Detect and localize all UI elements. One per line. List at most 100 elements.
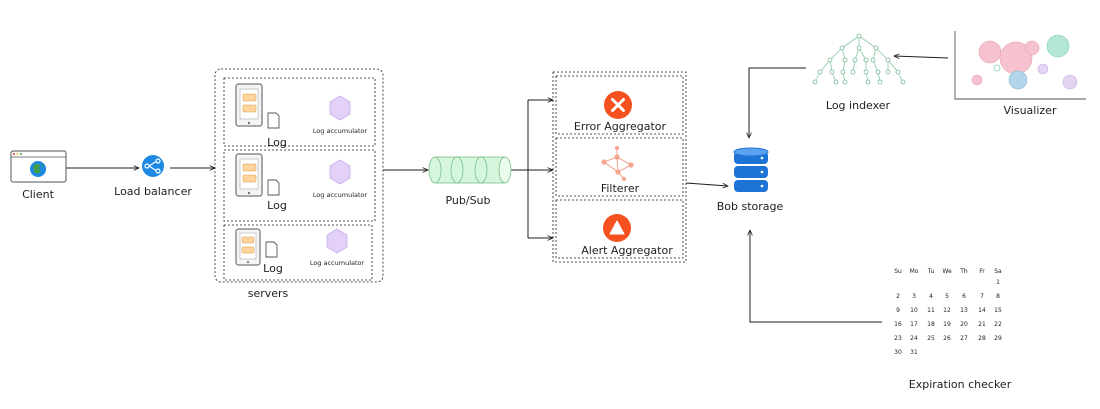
calendar-day: 13 [960, 307, 968, 314]
tablet-icon [235, 83, 263, 127]
server-row[interactable]: Log Log accumulator [223, 149, 376, 222]
load-balancer-icon [142, 155, 164, 177]
calendar-day: 8 [996, 293, 1000, 300]
calendar-day: 3 [912, 293, 916, 300]
server-row[interactable]: Log Log accumulator [223, 224, 373, 281]
calendar-weekday: Tu [927, 268, 935, 275]
tree-icon-nodes [812, 33, 906, 85]
tablet-icon [235, 228, 261, 266]
calendar-day: 21 [978, 321, 986, 328]
calendar-weekday: Fr [979, 268, 985, 275]
servers-group: servers Log Log accumulator [214, 68, 384, 300]
calendar-day: 14 [978, 307, 986, 314]
document-icon [267, 179, 280, 196]
calendar-day: 15 [994, 307, 1002, 314]
client-label: Client [22, 188, 55, 201]
calendar-day: 19 [943, 321, 951, 328]
pubsub-node[interactable]: Pub/Sub [428, 156, 512, 207]
calendar-day: 7 [980, 293, 984, 300]
edge-pubsub-fanout [511, 100, 529, 238]
document-icon [267, 112, 280, 129]
connectors [66, 56, 949, 323]
calendar-day: 20 [960, 321, 968, 328]
edge-indexer-to-storage [749, 67, 806, 138]
edge-processors-to-storage [685, 182, 728, 186]
globe-icon [30, 161, 46, 177]
document-icon [265, 241, 278, 258]
visualizer-node[interactable]: Visualizer [954, 31, 1086, 117]
calendar-day: 25 [927, 335, 935, 342]
filterer-label: Filterer [601, 182, 640, 195]
calendar-day: 2 [896, 293, 900, 300]
calendar-day: 16 [894, 321, 902, 328]
calendar-day: 28 [978, 335, 986, 342]
load-balancer-label: Load balancer [114, 185, 192, 198]
servers-label: servers [248, 287, 289, 300]
visualizer-label: Visualizer [1004, 104, 1057, 117]
storage-node[interactable]: Bob storage [717, 147, 784, 213]
calendar-day: 11 [927, 307, 935, 314]
calendar-day: 4 [929, 293, 933, 300]
error-aggregator-node[interactable]: Error Aggregator [555, 75, 684, 135]
calendar-day: 9 [896, 307, 900, 314]
filter-graph-icon [601, 146, 634, 181]
error-aggregator-label: Error Aggregator [574, 120, 667, 133]
bubble-chart-icon [954, 31, 1086, 100]
calendar-day: 24 [910, 335, 918, 342]
log-indexer-label: Log indexer [826, 99, 891, 112]
calendar-day: 27 [960, 335, 968, 342]
edge-visualizer-to-indexer [894, 56, 949, 58]
processors-outer-border [552, 71, 687, 263]
calendar-day: 10 [910, 307, 918, 314]
servers-outer-border [214, 68, 384, 283]
pubsub-label: Pub/Sub [445, 194, 490, 207]
calendar-day: 23 [894, 335, 902, 342]
expiration-checker-label: Expiration checker [909, 378, 1012, 391]
log-accumulator-label: Log accumulator [313, 191, 368, 199]
processors-group: Error Aggregator Filterer Alert Aggregat… [552, 71, 687, 263]
calendar-day: 22 [994, 321, 1002, 328]
calendar-day: 29 [994, 335, 1002, 342]
log-accumulator-label: Log accumulator [310, 259, 365, 267]
calendar-weekday: We [942, 268, 952, 275]
calendar-weekday: Sa [994, 268, 1002, 275]
calendar-day: 26 [943, 335, 951, 342]
client-node[interactable]: Client [10, 150, 67, 201]
filterer-node[interactable]: Filterer [555, 137, 684, 197]
calendar-weekday: Th [959, 268, 968, 275]
calendar-day: 30 [894, 349, 902, 356]
alert-triangle-icon [603, 214, 631, 242]
storage-label: Bob storage [717, 200, 784, 213]
calendar-weekday: Su [894, 268, 902, 275]
calendar-day: 31 [910, 349, 918, 356]
log-accumulator-icon [326, 228, 348, 254]
calendar-weekday-row: Su Mo Tu We Th Fr Sa [894, 268, 1002, 275]
tablet-icon [235, 153, 263, 197]
log-accumulator-icon [329, 95, 351, 121]
calendar-weekday: Mo [910, 268, 919, 275]
load-balancer-node[interactable]: Load balancer [114, 155, 192, 198]
log-indexer-node[interactable]: Log indexer [812, 33, 906, 112]
error-x-icon [604, 91, 632, 119]
calendar-day: 5 [945, 293, 949, 300]
alert-aggregator-label: Alert Aggregator [581, 244, 673, 257]
calendar-day: 17 [910, 321, 918, 328]
server-row[interactable]: Log Log accumulator [223, 77, 376, 149]
server-log-label: Log [267, 199, 287, 212]
edge-expiration-to-storage [750, 230, 882, 323]
database-icon [733, 147, 769, 192]
alert-aggregator-node[interactable]: Alert Aggregator [555, 199, 684, 259]
calendar-day: 18 [927, 321, 935, 328]
pubsub-pipe-icon [428, 156, 512, 184]
calendar-day: 6 [962, 293, 966, 300]
server-log-label: Log [263, 262, 283, 275]
log-accumulator-icon [329, 159, 351, 185]
calendar-day: 12 [943, 307, 951, 314]
log-accumulator-label: Log accumulator [313, 127, 368, 135]
calendar-day: 1 [996, 279, 1000, 286]
server-log-label: Log [267, 136, 287, 149]
